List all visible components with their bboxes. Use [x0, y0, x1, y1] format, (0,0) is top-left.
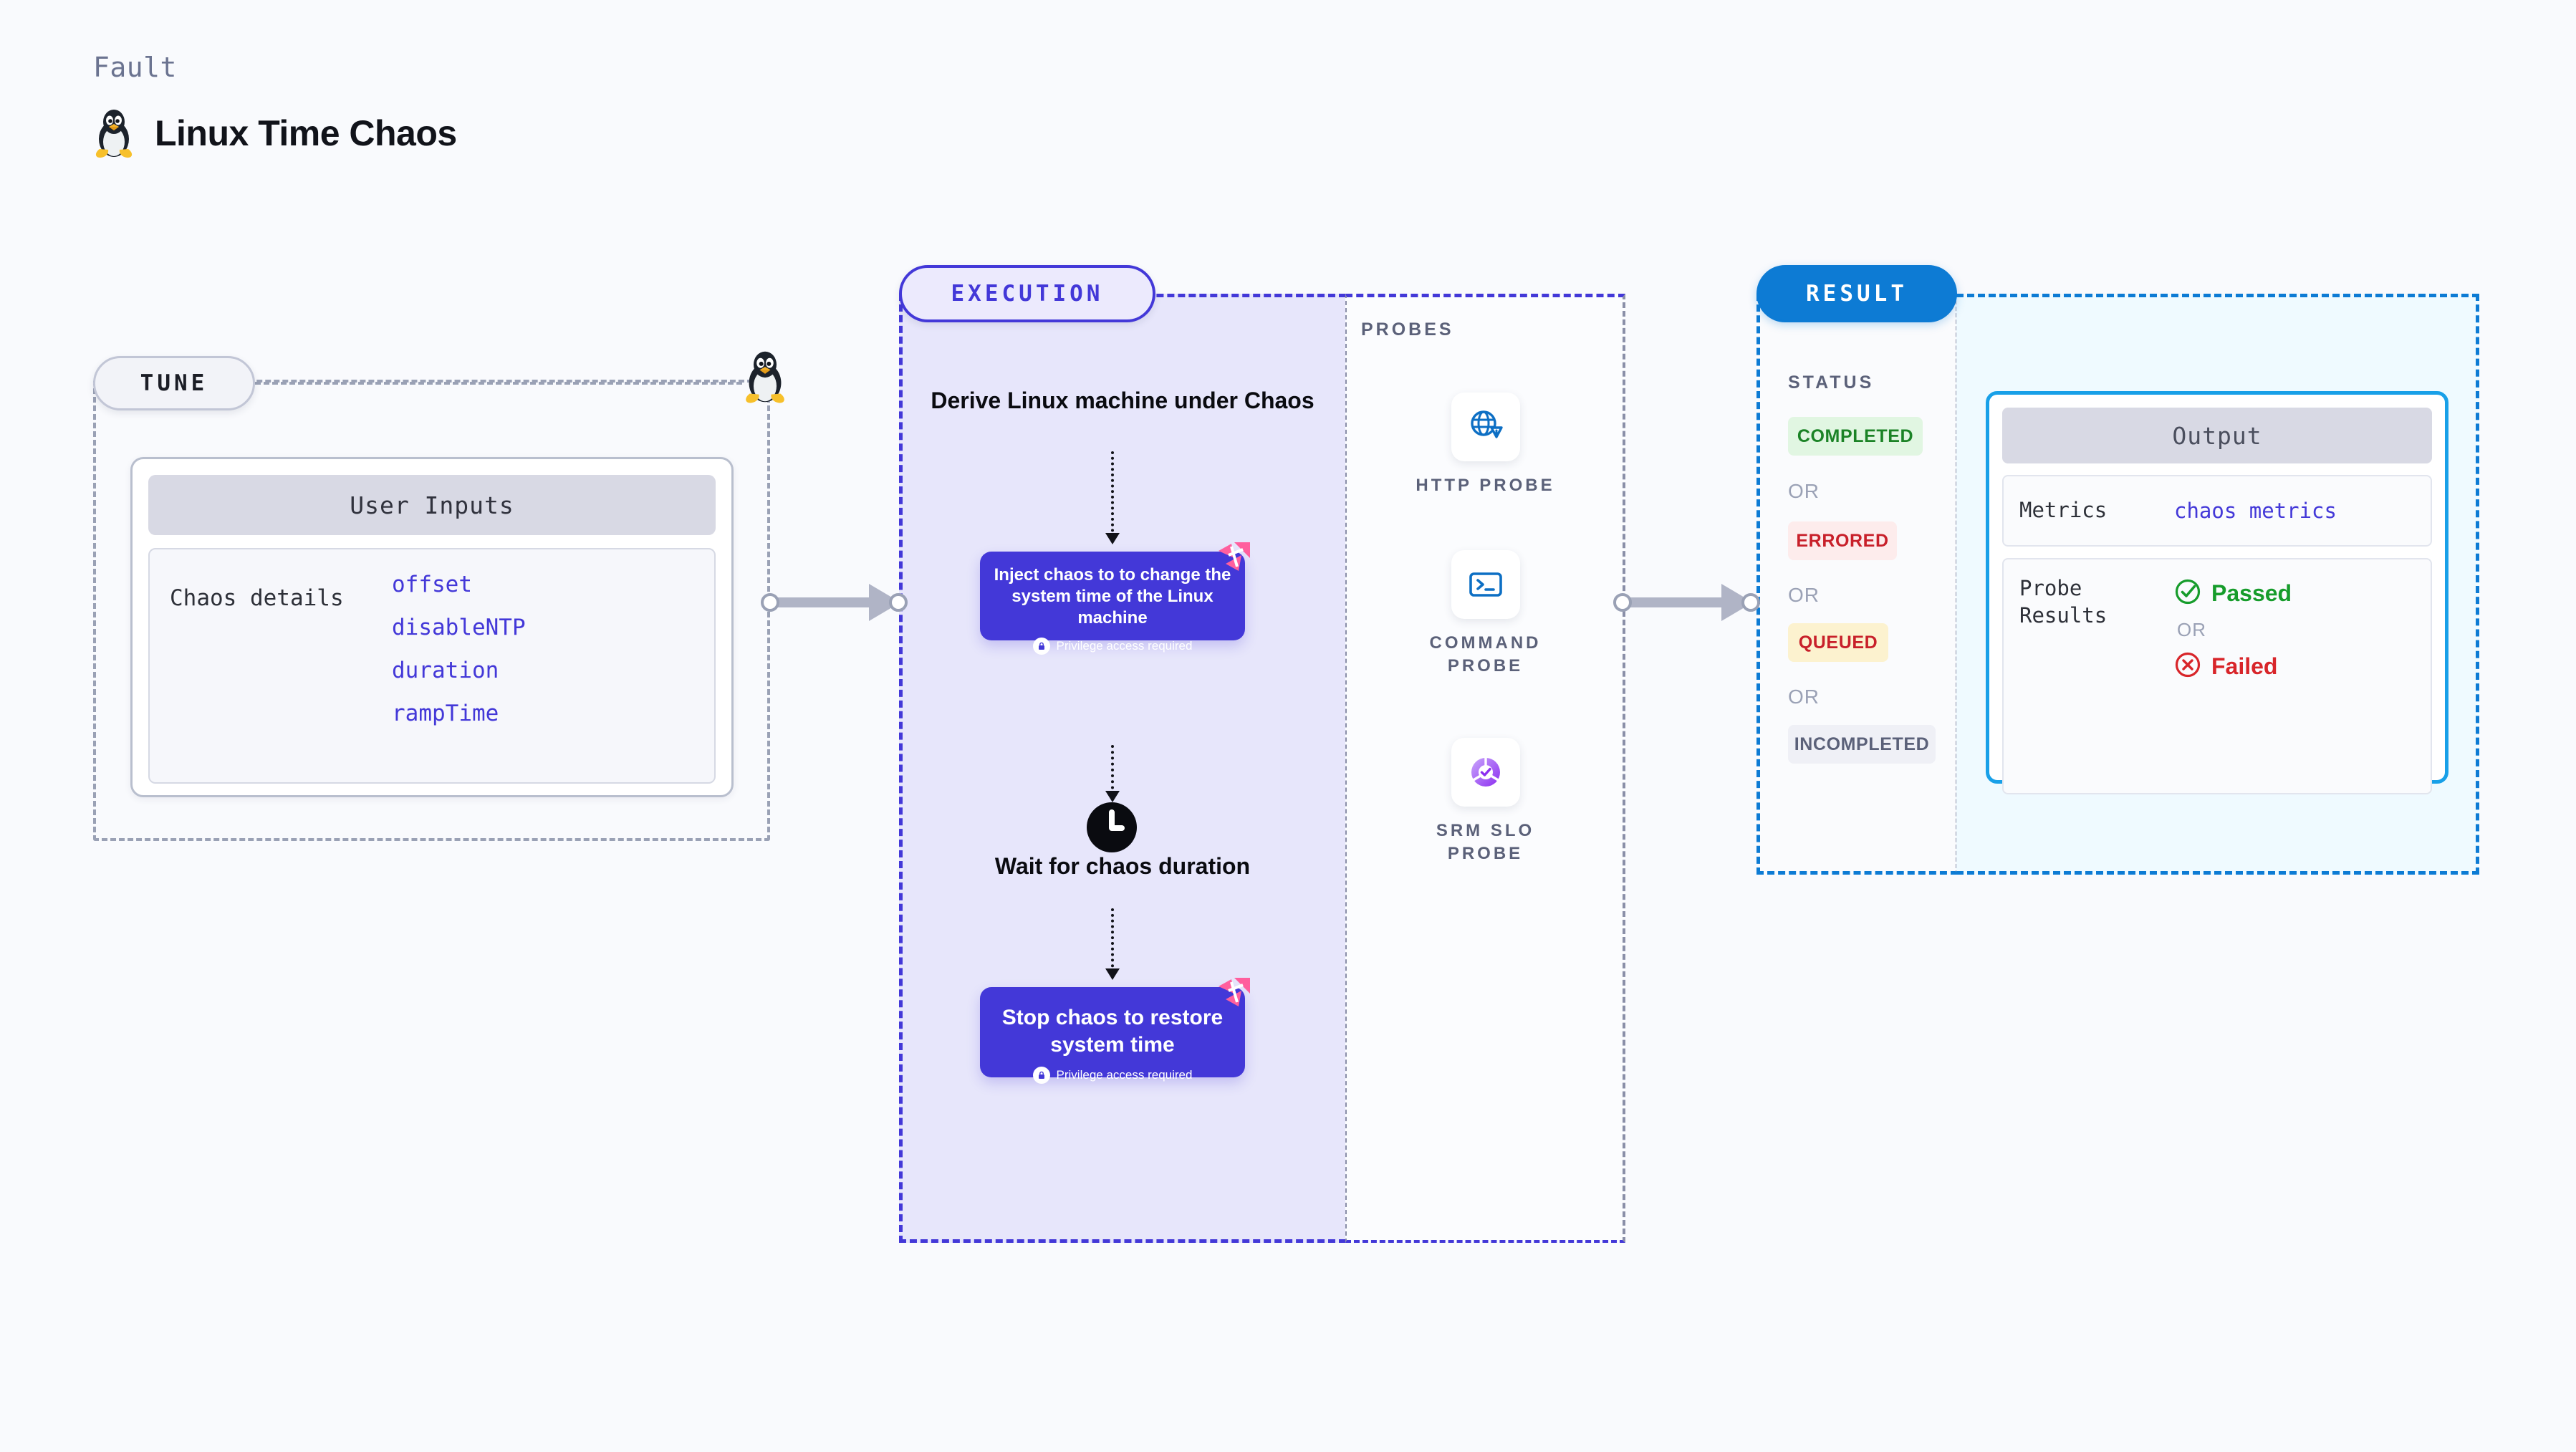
execution-region: [899, 294, 1346, 1243]
privilege-notice-stop: Privilege access required: [991, 1066, 1234, 1084]
output-row-probe-results: Probe Results Passed OR: [2002, 558, 2432, 794]
slo-donut-check-icon: [1451, 738, 1520, 807]
chaos-details-label: Chaos details: [170, 585, 344, 611]
connector-bar: [1628, 597, 1726, 607]
output-probe-results-values: Passed OR Failed: [2174, 575, 2292, 777]
page-title: Linux Time Chaos: [155, 113, 457, 153]
connector-tune-to-execution: [761, 584, 908, 621]
execution-node-inject-chaos[interactable]: Inject chaos to to change the system tim…: [980, 552, 1245, 655]
chaos-params-list: offset disableNTP duration rampTime: [392, 574, 526, 764]
lock-icon: [1032, 637, 1050, 655]
output-card: Output Metrics chaos metrics Probe Resul…: [1986, 391, 2448, 794]
fault-kicker: Fault: [93, 52, 177, 83]
page-header: Fault Linux Time Chaos: [93, 52, 457, 159]
page-title-row: Linux Time Chaos: [93, 107, 457, 159]
harness-logo-icon: [1216, 539, 1253, 577]
terminal-icon: [1451, 550, 1520, 619]
connector-start-dot: [761, 593, 779, 612]
execution-node-inject-label: Inject chaos to to change the system tim…: [994, 565, 1231, 628]
probe-item-srm-slo-label: SRM SLO PROBE: [1436, 821, 1535, 863]
result-status-region: [1756, 294, 1958, 875]
clock-icon: [1085, 801, 1138, 854]
connector-bar: [775, 597, 873, 607]
user-inputs-body: Chaos details offset disableNTP duration…: [148, 548, 716, 784]
execution-step-title-derive: Derive Linux machine under Chaos: [931, 388, 1315, 413]
probe-item-command[interactable]: COMMAND PROBE: [1345, 550, 1625, 677]
chaos-param-ramptime[interactable]: rampTime: [392, 701, 499, 726]
result-section-pill[interactable]: RESULT: [1756, 265, 1957, 322]
output-card-header: Output: [2002, 408, 2432, 463]
flow-arrow-icon: [1105, 745, 1120, 802]
privilege-notice-stop-label: Privilege access required: [1056, 1067, 1193, 1082]
probe-result-passed: Passed: [2174, 578, 2292, 609]
flow-arrow-icon: [1105, 451, 1120, 544]
status-badge-queued: QUEUED: [1788, 623, 1888, 662]
probe-result-or: OR: [2177, 619, 2206, 640]
status-badge-completed: COMPLETED: [1788, 417, 1923, 456]
harness-logo-icon: [1216, 975, 1253, 1012]
connector-start-dot: [1613, 593, 1632, 612]
probe-item-srm-slo[interactable]: SRM SLO PROBE: [1345, 738, 1625, 865]
flow-arrow-icon: [1105, 908, 1120, 980]
probe-item-command-label: COMMAND PROBE: [1429, 633, 1542, 675]
output-probe-results-key: Probe Results: [2019, 576, 2108, 628]
output-metrics-key: Metrics: [2019, 498, 2108, 523]
probe-item-http[interactable]: HTTP PROBE: [1345, 393, 1625, 497]
user-inputs-card: User Inputs Chaos details offset disable…: [130, 457, 734, 797]
linux-penguin-icon: [743, 347, 787, 406]
execution-section-pill[interactable]: EXECUTION: [899, 265, 1155, 322]
globe-warning-icon: [1451, 393, 1520, 461]
status-or-1: OR: [1788, 480, 1820, 502]
output-metrics-value[interactable]: chaos metrics: [2174, 499, 2337, 523]
execution-step-title-wait: Wait for chaos duration: [994, 853, 1251, 879]
user-inputs-header: User Inputs: [148, 475, 716, 535]
probes-label: PROBES: [1361, 319, 1454, 340]
execution-node-stop-label: Stop chaos to restore system time: [1001, 1006, 1224, 1057]
status-label: STATUS: [1788, 372, 1875, 393]
probe-result-passed-label: Passed: [2211, 580, 2292, 606]
check-circle-icon: [2174, 578, 2201, 609]
chaos-param-disablentp[interactable]: disableNTP: [392, 615, 526, 640]
probe-result-failed-label: Failed: [2211, 653, 2278, 679]
status-badge-errored: ERRORED: [1788, 521, 1897, 560]
linux-penguin-icon: [93, 107, 135, 159]
x-circle-icon: [2174, 651, 2201, 682]
connector-end-dot: [889, 593, 908, 612]
probe-result-failed: Failed: [2174, 651, 2292, 682]
status-badge-incompleted: INCOMPLETED: [1788, 725, 1936, 764]
privilege-notice-inject: Privilege access required: [991, 637, 1234, 655]
tune-connector-line: [255, 382, 742, 385]
status-or-3: OR: [1788, 686, 1820, 708]
connector-end-dot: [1741, 593, 1760, 612]
output-row-metrics: Metrics chaos metrics: [2002, 475, 2432, 547]
tune-section-pill[interactable]: TUNE: [93, 356, 255, 410]
privilege-notice-inject-label: Privilege access required: [1056, 638, 1193, 653]
connector-execution-to-result: [1613, 584, 1760, 621]
chaos-param-offset[interactable]: offset: [392, 572, 472, 597]
probe-item-http-label: HTTP PROBE: [1416, 476, 1555, 495]
lock-icon: [1032, 1066, 1050, 1084]
status-or-2: OR: [1788, 584, 1820, 606]
chaos-param-duration[interactable]: duration: [392, 658, 499, 683]
execution-node-stop-chaos[interactable]: Stop chaos to restore system time Privil…: [980, 987, 1245, 1084]
